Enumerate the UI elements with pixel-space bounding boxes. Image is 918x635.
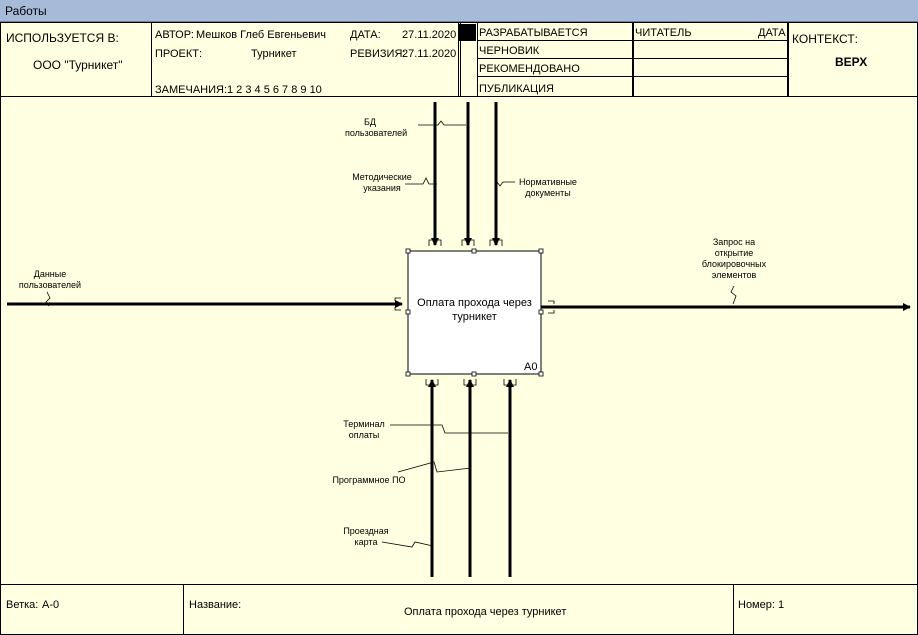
context-cell: КОНТЕКСТ: ВЕРХ [787,22,918,97]
node-value: А-0 [42,599,60,611]
control-label-1: БД пользователей [345,117,408,138]
status-marker [459,24,476,41]
used-in-label: ИСПОЛЬЗУЕТСЯ В: [6,31,119,45]
reader-row [632,76,789,97]
header-author-cell: АВТОР: Мешков Глеб Евгеньевич ПРОЕКТ: Ту… [151,22,461,97]
control-label-2: Методические указания [352,172,412,193]
project-value: Турникет [251,48,297,60]
context-value: ВЕРХ [835,55,868,69]
revision-label: РЕВИЗИЯ: [350,48,406,60]
title-label: Название: [189,599,242,611]
reader-date-label: ДАТА [758,27,786,39]
input-label: Данные пользователей [18,269,82,290]
notes-label: ЗАМЕЧАНИЯ: [155,84,227,96]
mechanism-label-3: Проездная карта [343,526,389,547]
status-developing: РАЗРАБАТЫВАЕТСЯ [479,27,588,39]
status-publication: ПУБЛИКАЦИЯ [479,83,554,95]
control-label-3: Нормативные документы [519,177,577,198]
used-in-value: ООО "Турникет" [33,58,123,72]
project-label: ПРОЕКТ: [155,48,203,60]
activity-number: A0 [524,361,538,373]
context-label: КОНТЕКСТ: [792,32,858,46]
window-title: Работы [5,4,47,18]
node-label: Ветка: [6,599,39,611]
output-label: Запрос на открытие блокировочных элемент… [701,237,767,280]
mechanism-label-1: Терминал оплаты [343,419,385,440]
activity-name: Оплата прохода через турникет [417,297,532,323]
status-recommended: РЕКОМЕНДОВАНО [479,63,580,75]
mechanism-label-2: Программное ПО [332,475,406,485]
notes-numbers: 1 2 3 4 5 6 7 8 9 10 [227,84,322,96]
number-label: Номер: [738,599,775,611]
revision-value: 27.11.2020 [402,48,457,60]
activity-box[interactable] [407,250,542,375]
date-label: ДАТА: [350,29,381,41]
author-label: АВТОР: [155,29,194,41]
reader-label: ЧИТАТЕЛЬ [635,27,692,39]
window-titlebar: Работы [0,0,918,22]
status-draft: ЧЕРНОВИК [479,45,540,57]
status-row: ПУБЛИКАЦИЯ [477,76,634,97]
author-value: Мешков Глеб Евгеньевич [196,29,327,41]
number-value: 1 [778,599,785,611]
title-value: Оплата прохода через турникет [404,606,567,618]
date-value: 27.11.2020 [402,29,457,41]
